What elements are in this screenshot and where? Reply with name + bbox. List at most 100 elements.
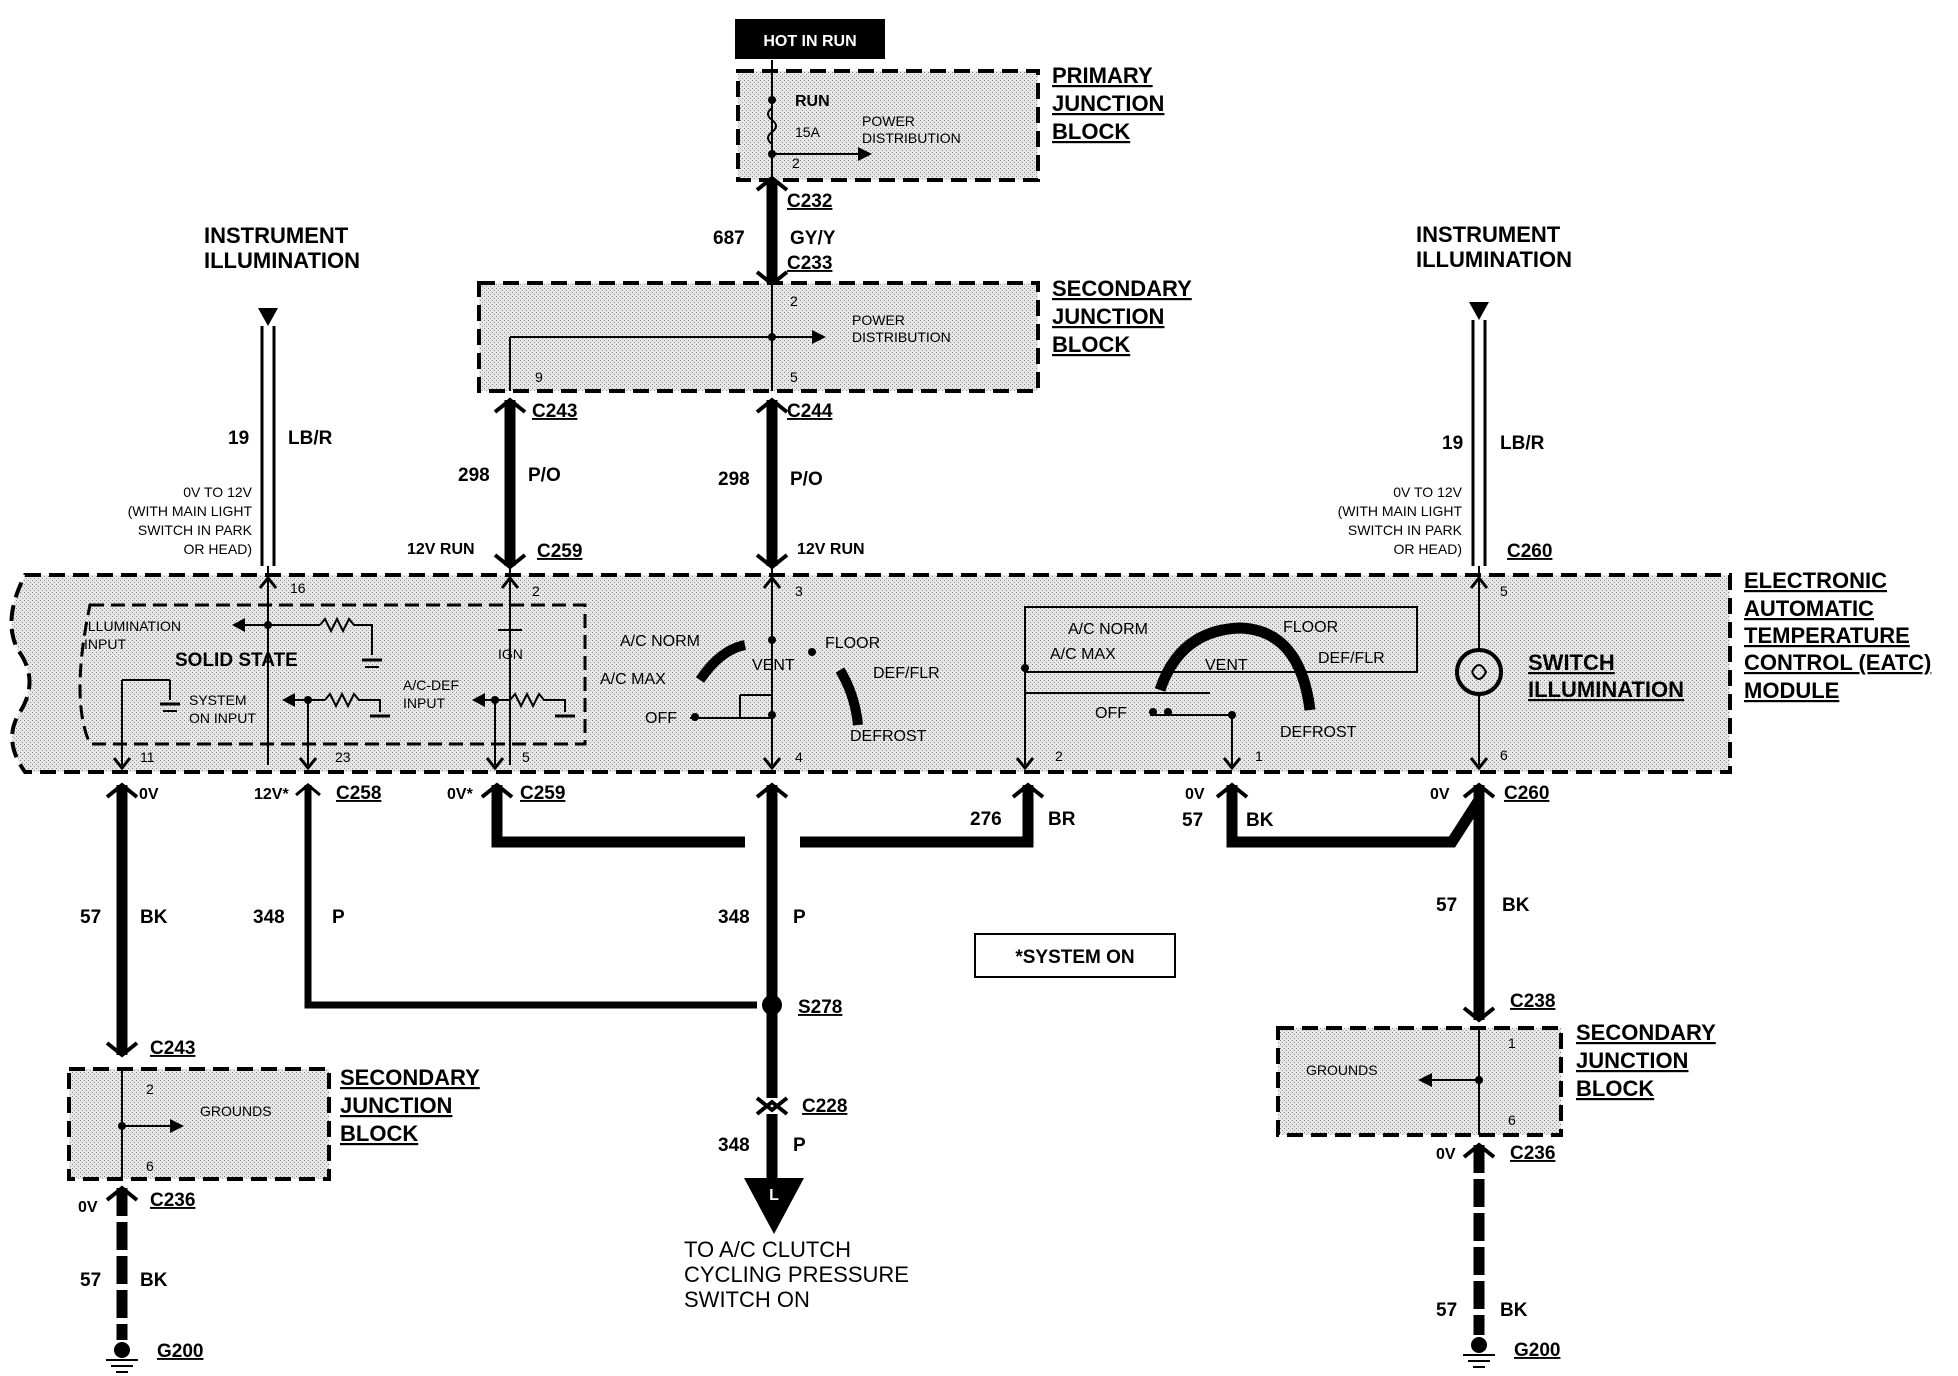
destination-marker-label: L	[769, 1187, 779, 1204]
wire-57-right-top	[1226, 785, 1484, 848]
secondary-junction-right	[1276, 1026, 1563, 1137]
sjr-title-3: BLOCK	[1576, 1076, 1654, 1101]
ml-floor: FLOOR	[825, 635, 880, 652]
system-on-note-box	[974, 933, 1176, 978]
pin-4: 4	[795, 749, 803, 765]
w19r-circuit: 19	[1442, 433, 1463, 454]
v12run-mid: 12V RUN	[797, 541, 865, 558]
dest-2: CYCLING PRESSURE	[684, 1262, 909, 1287]
w19l-color: LB/R	[288, 428, 333, 449]
sjr-pin-1: 1	[1508, 1035, 1516, 1051]
instr-left-2: ILLUMINATION	[204, 248, 360, 273]
w57lb-circuit: 57	[80, 1270, 101, 1291]
c236-right-label: C236	[1510, 1143, 1555, 1164]
v0-1: 0V	[1185, 786, 1205, 803]
sjl-title-2: JUNCTION	[340, 1093, 452, 1118]
primary-junction-block	[736, 69, 1040, 182]
w298l-circuit: 298	[458, 465, 490, 486]
secondary-junction-left	[67, 1067, 331, 1181]
eatc-name-4: CONTROL (EATC)	[1744, 650, 1931, 675]
pin-11: 11	[140, 749, 155, 765]
w57l-circuit: 57	[80, 907, 101, 928]
pjb-title-2: JUNCTION	[1052, 91, 1164, 116]
sjr-title-2: JUNCTION	[1576, 1048, 1688, 1073]
hot-in-run-label: HOT IN RUN	[763, 33, 856, 50]
ign-label: IGN	[498, 646, 523, 662]
ml-off: OFF	[645, 710, 677, 727]
vnote-right-1: 0V TO 12V	[1393, 484, 1462, 500]
system-on-note: *SYSTEM ON	[1015, 947, 1134, 968]
c244-label: C244	[787, 401, 833, 422]
sjr-grounds: GROUNDS	[1306, 1062, 1378, 1078]
pin-16: 16	[290, 580, 306, 596]
mr-def-flr: DEF/FLR	[1318, 650, 1385, 667]
c260-top-label: C260	[1507, 541, 1552, 562]
ml-defrost: DEFROST	[850, 728, 927, 745]
vnote-left-4: OR HEAD)	[184, 541, 252, 557]
pjb-power-dist-2: DISTRIBUTION	[862, 130, 961, 146]
w19r-color: LB/R	[1500, 433, 1545, 454]
eatc-name-2: AUTOMATIC	[1744, 596, 1874, 621]
sjt-title-2: JUNCTION	[1052, 304, 1164, 329]
w348m-circuit: 348	[718, 907, 750, 928]
v12run-left: 12V RUN	[407, 541, 475, 558]
w57rb-circuit: 57	[1436, 1300, 1457, 1321]
pin-6-right: 6	[1500, 747, 1508, 763]
c232-label: C232	[787, 191, 832, 212]
w348b-color: P	[793, 1135, 806, 1156]
c238-label: C238	[1510, 991, 1555, 1012]
instr-right-2: ILLUMINATION	[1416, 247, 1572, 272]
w687-color: GY/Y	[790, 228, 836, 249]
run-label: RUN	[795, 93, 830, 110]
pin-3: 3	[795, 583, 803, 599]
w57r-color: BK	[1502, 895, 1530, 916]
c259-top-label: C259	[537, 541, 582, 562]
v0-c236r: 0V	[1436, 1146, 1456, 1163]
v0-c236l: 0V	[78, 1199, 98, 1216]
ml-ac-norm: A/C NORM	[620, 633, 700, 650]
w298m-color: P/O	[790, 469, 823, 490]
w57r-circuit: 57	[1436, 895, 1457, 916]
w348b-circuit: 348	[718, 1135, 750, 1156]
w348l-color: P	[332, 907, 345, 928]
switch-illumination-lamp	[1455, 648, 1503, 696]
c228-label: C228	[802, 1096, 847, 1117]
vnote-right-4: OR HEAD)	[1394, 541, 1462, 557]
v0-6: 0V	[1430, 786, 1450, 803]
dest-1: TO A/C CLUTCH	[684, 1237, 851, 1262]
c236-left-label: C236	[150, 1190, 195, 1211]
eatc-name-5: MODULE	[1744, 678, 1839, 703]
v0-5: 0V*	[447, 786, 474, 803]
pjb-title-3: BLOCK	[1052, 119, 1130, 144]
illum-input-2: INPUT	[84, 636, 126, 652]
acdef-2: INPUT	[403, 695, 445, 711]
sjl-title-3: BLOCK	[340, 1121, 418, 1146]
pjb-pin: 2	[792, 155, 800, 171]
mr-defrost: DEFROST	[1280, 724, 1357, 741]
eatc-name-1: ELECTRONIC	[1744, 568, 1887, 593]
sjt-power-1: POWER	[852, 312, 905, 328]
sjt-power-2: DISTRIBUTION	[852, 329, 951, 345]
pin-2-top: 2	[532, 583, 540, 599]
sys-on-2: ON INPUT	[189, 710, 256, 726]
wire-348-left	[304, 785, 757, 1009]
vnote-left-3: SWITCH IN PARK	[138, 522, 253, 538]
w57lb-color: BK	[140, 1270, 168, 1291]
pin-23: 23	[335, 749, 351, 765]
w276-circuit: 276	[970, 809, 1002, 830]
w348l-circuit: 348	[253, 907, 285, 928]
w348m-color: P	[793, 907, 806, 928]
pin-2-right: 2	[1055, 748, 1063, 764]
ml-ac-max: A/C MAX	[600, 671, 666, 688]
vnote-left-2: (WITH MAIN LIGHT	[128, 503, 253, 519]
switch-illum-2: ILLUMINATION	[1528, 677, 1684, 702]
sjt-title-3: BLOCK	[1052, 332, 1130, 357]
mr-ac-norm: A/C NORM	[1068, 621, 1148, 638]
mr-off: OFF	[1095, 705, 1127, 722]
sjt-pin-2: 2	[790, 293, 798, 309]
pin-1: 1	[1255, 748, 1263, 764]
solid-state-label: SOLID STATE	[175, 650, 298, 671]
ml-vent: VENT	[752, 657, 795, 674]
